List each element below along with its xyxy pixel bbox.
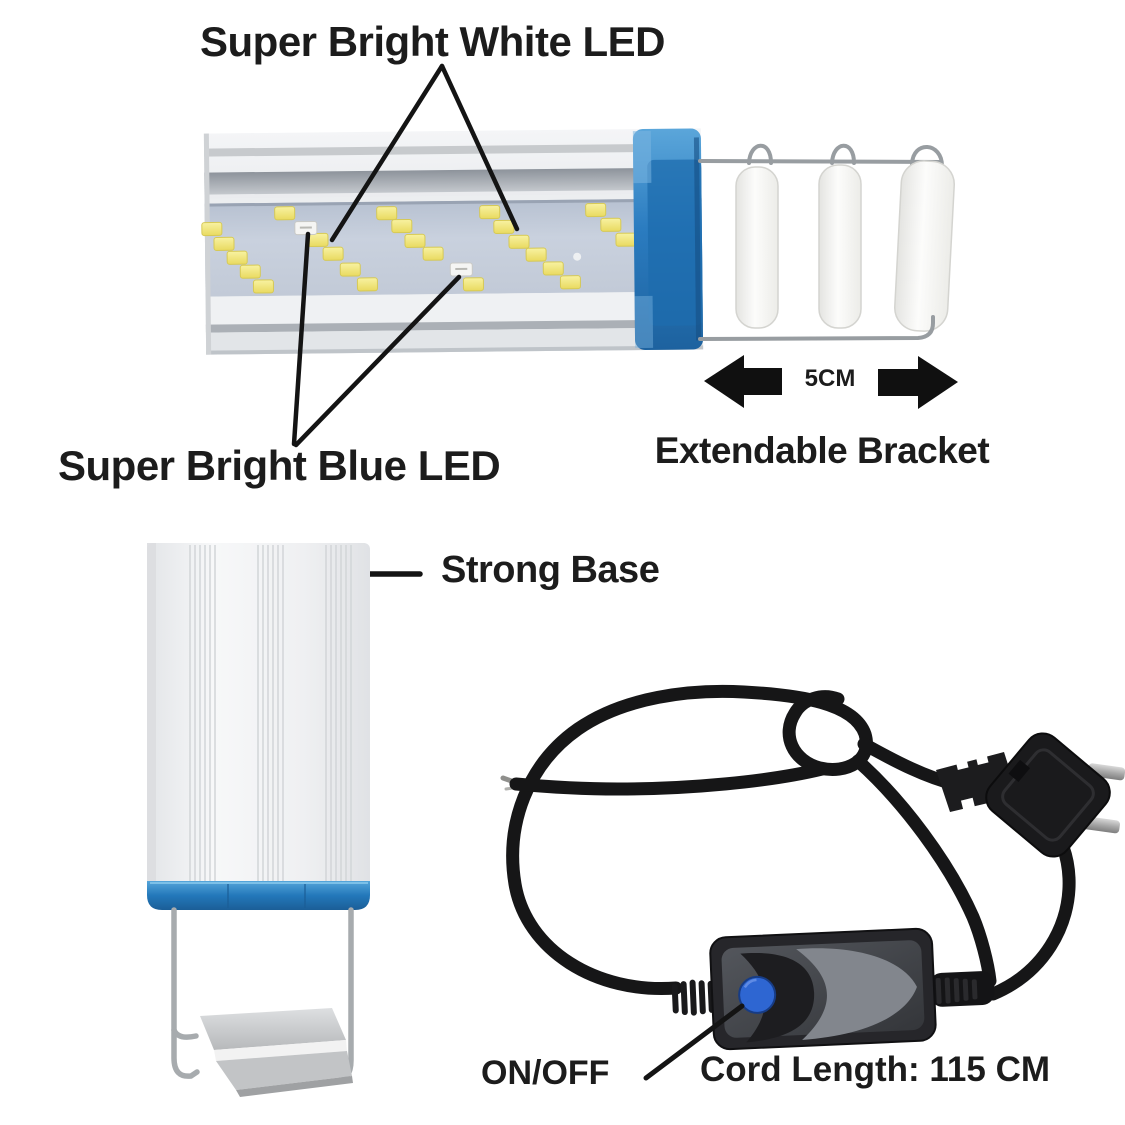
strong-base-label: Strong Base [441, 549, 660, 591]
yellow-led-array [201, 202, 637, 294]
white-led-label: Super Bright White LED [200, 18, 666, 65]
yellow-led [339, 262, 361, 277]
yellow-led [376, 206, 398, 221]
bracket-roller [818, 164, 862, 329]
yellow-led [479, 205, 501, 220]
cord-length-label: Cord Length: 115 CM [700, 1050, 1051, 1089]
extension-distance-label: 5CM [804, 365, 856, 392]
blue-led-label: Super Bright Blue LED [58, 442, 501, 489]
yellow-led [600, 217, 622, 232]
annotation-line-white-led-left [329, 63, 445, 243]
annotation-line-blue-led-right [293, 274, 462, 448]
bracket-roller [894, 160, 955, 332]
yellow-led [307, 232, 329, 247]
yellow-led [322, 246, 344, 261]
yellow-led [508, 234, 530, 249]
yellow-led [525, 247, 547, 262]
yellow-led [462, 277, 484, 292]
bracket-roller [735, 166, 779, 329]
bracket-bottom-wire [698, 315, 935, 341]
annotation-line-white-led-right [439, 63, 520, 232]
yellow-led [585, 202, 607, 218]
bracket-top-wire [698, 159, 942, 164]
led-strip-photo [201, 128, 704, 355]
yellow-led [422, 246, 444, 261]
switch-button [738, 975, 777, 1014]
yellow-led [252, 279, 274, 294]
yellow-led [239, 264, 261, 279]
power-switch-label: ON/OFF [481, 1054, 610, 1092]
yellow-led [559, 275, 581, 290]
yellow-led [391, 218, 413, 234]
led-panel [204, 198, 703, 297]
yellow-led [201, 221, 223, 237]
yellow-led [356, 277, 378, 292]
yellow-led [274, 206, 296, 221]
extendable-bracket-label: Extendable Bracket [654, 430, 990, 471]
yellow-led [542, 261, 564, 276]
inline-switch [671, 927, 995, 1051]
power-plug [936, 732, 1125, 858]
left-arrow-icon [704, 355, 782, 408]
right-arrow-icon [878, 356, 958, 409]
base-blue-band [147, 881, 370, 910]
base-clamp [200, 1008, 353, 1097]
yellow-led [615, 232, 637, 247]
base-photo [147, 543, 370, 1097]
switch-face-panel [796, 948, 917, 1040]
power-cord-photo [500, 684, 1125, 1081]
annotation-line-blue-led-left [291, 231, 311, 447]
yellow-led [213, 236, 235, 251]
extendable-bracket-photo [698, 143, 955, 341]
blue-end-cap [632, 128, 704, 350]
yellow-led [226, 250, 248, 265]
yellow-led [404, 233, 426, 248]
yellow-led [493, 219, 515, 235]
annotation-line-on-off [643, 1003, 745, 1081]
